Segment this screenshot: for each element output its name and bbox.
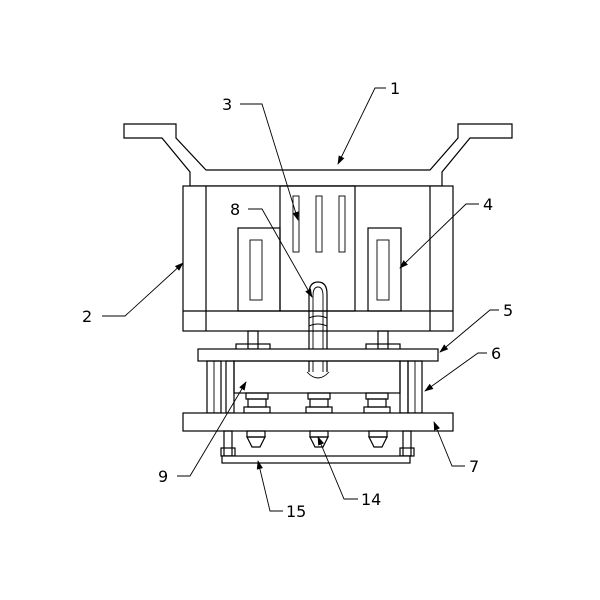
label-5: 5	[503, 301, 513, 320]
leader-5	[439, 309, 499, 353]
lower-plate	[182, 412, 454, 432]
slot-3	[338, 195, 346, 253]
base-plate	[221, 455, 411, 464]
right-rod-nut	[399, 447, 415, 457]
label-7: 7	[469, 457, 479, 476]
pipe-bottom-bend	[306, 371, 330, 379]
label-9: 9	[158, 467, 168, 486]
housing-box	[182, 185, 454, 332]
leader-7	[433, 421, 465, 467]
pin-right	[368, 430, 388, 448]
leader-4	[399, 203, 479, 269]
middle-block	[233, 360, 401, 394]
bolt-stack-left	[243, 392, 271, 414]
slot-2	[315, 195, 323, 253]
leader-9	[177, 381, 247, 477]
left-rod-extension	[223, 430, 233, 457]
label-15: 15	[286, 502, 306, 521]
slot-1	[292, 195, 300, 253]
label-8: 8	[230, 200, 240, 219]
label-2: 2	[82, 307, 92, 326]
label-1: 1	[390, 79, 400, 98]
leader-1	[337, 87, 386, 165]
leader-6	[424, 352, 487, 392]
right-rod-extension	[402, 430, 412, 457]
bolt-stack-center	[305, 392, 333, 414]
left-guide-slot	[249, 239, 263, 301]
leader-14	[317, 436, 358, 500]
label-4: 4	[483, 195, 493, 214]
upper-plate	[197, 348, 439, 362]
pin-left	[246, 430, 266, 448]
left-inner-rod	[225, 360, 235, 414]
leader-8	[248, 208, 313, 298]
label-14: 14	[361, 490, 381, 509]
connector-right	[377, 330, 389, 350]
leader-15	[256, 460, 283, 512]
left-rod-nut	[220, 447, 236, 457]
leader-3	[240, 103, 299, 221]
label-6: 6	[491, 344, 501, 363]
label-3: 3	[222, 95, 232, 114]
right-inner-rod	[399, 360, 409, 414]
pipe-joint-1	[308, 315, 328, 319]
leader-2	[102, 262, 184, 317]
pipe-inner-line	[312, 286, 324, 372]
right-guide-slot	[376, 239, 390, 301]
connector-left	[247, 330, 259, 350]
pipe-joint-2	[308, 323, 328, 327]
bolt-stack-right	[363, 392, 391, 414]
top-bracket	[123, 123, 513, 187]
